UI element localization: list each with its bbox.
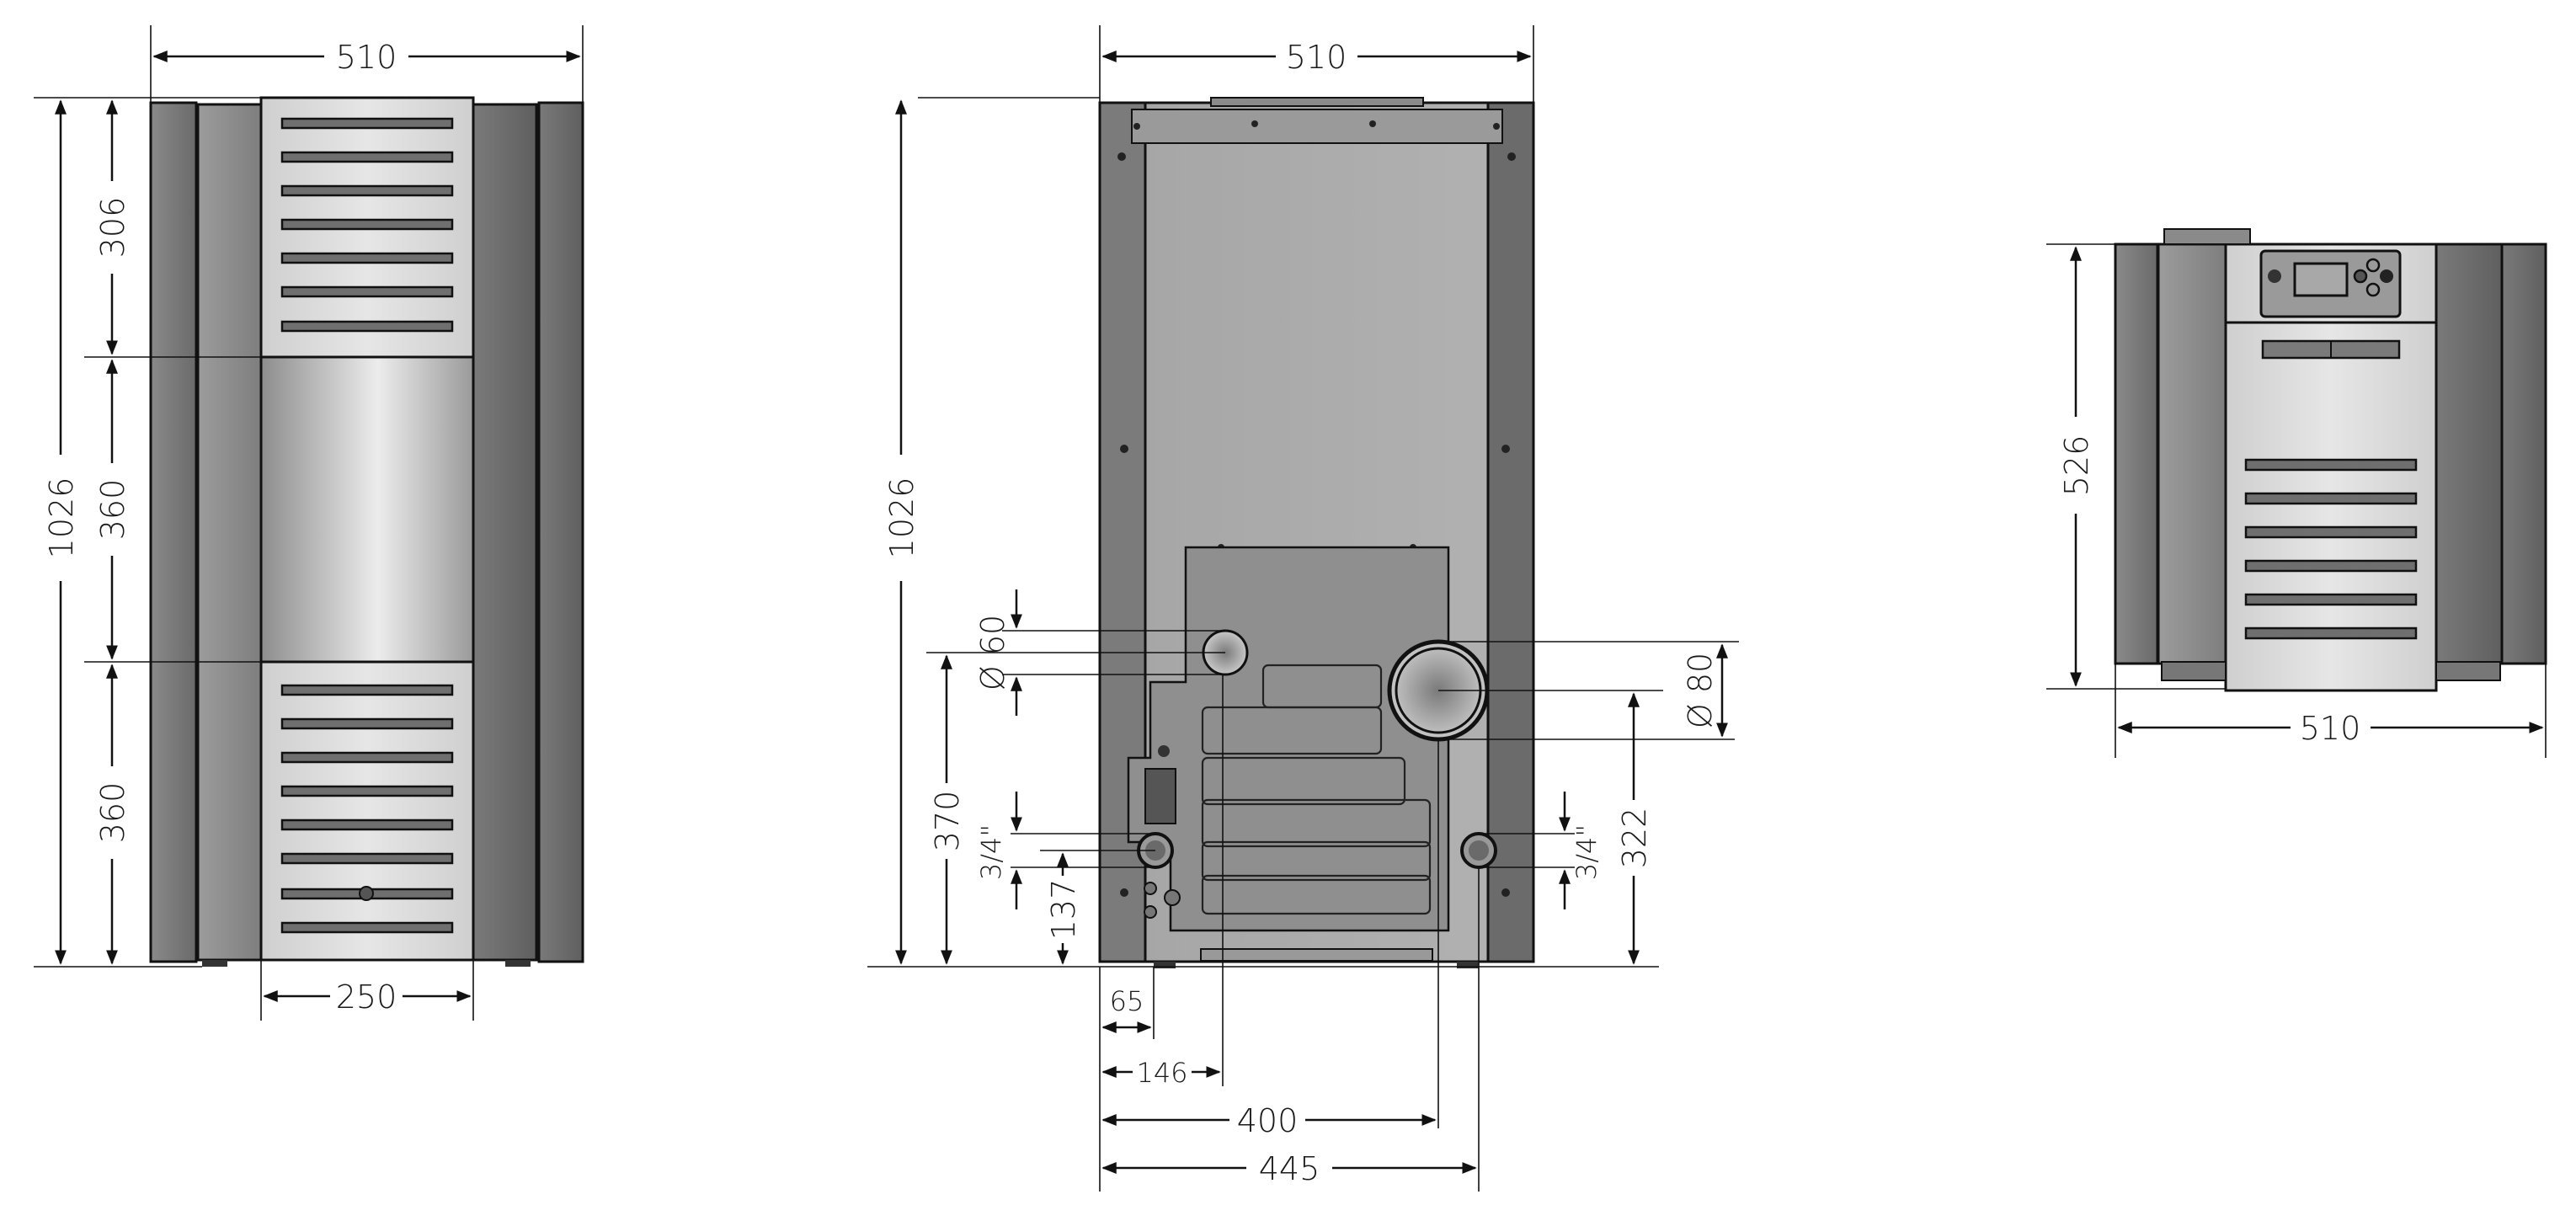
lcd-display	[2293, 262, 2349, 297]
front-right-inner-panel	[472, 103, 538, 962]
top-flue-collar	[2163, 228, 2251, 245]
upper-grille-slots	[280, 117, 454, 333]
top-width-label: 510	[2300, 710, 2361, 747]
rear-total-height-label: 1026	[883, 477, 920, 559]
foot-right	[505, 960, 531, 967]
top-grille-slots	[2244, 458, 2418, 640]
top-left-inner-panel	[2157, 243, 2227, 665]
top-left-outer-panel	[2114, 243, 2159, 665]
dim-445-label: 445	[1259, 1150, 1320, 1187]
front-feet-spacing-label: 250	[336, 978, 397, 1016]
front-middle-section-label: 360	[94, 479, 131, 541]
dim-146-label: 146	[1136, 1057, 1187, 1089]
rear-view: 510 1026 Ø 60 370 3/4" 137 Ø 8	[867, 25, 1739, 1192]
front-glass-door	[259, 355, 475, 664]
rear-screws	[1117, 120, 1516, 897]
power-socket-icon	[1144, 768, 1176, 824]
up-arrow-icon[interactable]	[2365, 258, 2381, 273]
down-arrow-icon[interactable]	[2365, 282, 2381, 297]
control-panel	[2259, 249, 2402, 318]
front-right-outer-panel	[537, 101, 584, 963]
front-total-height-label: 1026	[43, 477, 80, 559]
rear-top-cap	[1210, 97, 1424, 107]
water-height-label: 137	[1045, 879, 1082, 941]
foot-left	[202, 960, 227, 967]
top-right-outer-panel	[2500, 243, 2547, 665]
flue-diameter-label: Ø 60	[974, 615, 1011, 690]
rear-right-strip	[1486, 101, 1535, 963]
front-lower-grille-panel	[259, 660, 475, 962]
switch-icon	[1158, 745, 1170, 757]
rear-width-label: 510	[1286, 39, 1347, 76]
rear-vent-slots	[1201, 664, 1432, 915]
dim-400-label: 400	[1237, 1102, 1299, 1139]
intake-height-label: 322	[1616, 808, 1653, 869]
front-width-label: 510	[336, 39, 397, 76]
ok-button-icon[interactable]	[2380, 269, 2393, 283]
top-depth-label: 526	[2058, 435, 2095, 497]
door-handle-icon	[359, 886, 374, 901]
front-upper-section-label: 306	[94, 197, 131, 259]
power-icon[interactable]	[2268, 269, 2281, 283]
front-left-outer-panel	[149, 101, 198, 963]
front-left-inner-panel	[196, 103, 263, 962]
dim-65-label: 65	[1110, 985, 1144, 1017]
minus-icon[interactable]	[2353, 269, 2368, 284]
front-lower-section-label: 360	[94, 782, 131, 844]
top-right-inner-panel	[2435, 243, 2504, 665]
front-view: 510 1026 306 360 360 250	[34, 25, 584, 1021]
water-left-size-label: 3/4"	[975, 824, 1007, 880]
water-right-size-label: 3/4"	[1571, 824, 1603, 880]
flue-height-label: 370	[929, 791, 966, 852]
top-view: 526 510	[2046, 228, 2547, 758]
intake-diameter-label: Ø 80	[1682, 653, 1719, 728]
